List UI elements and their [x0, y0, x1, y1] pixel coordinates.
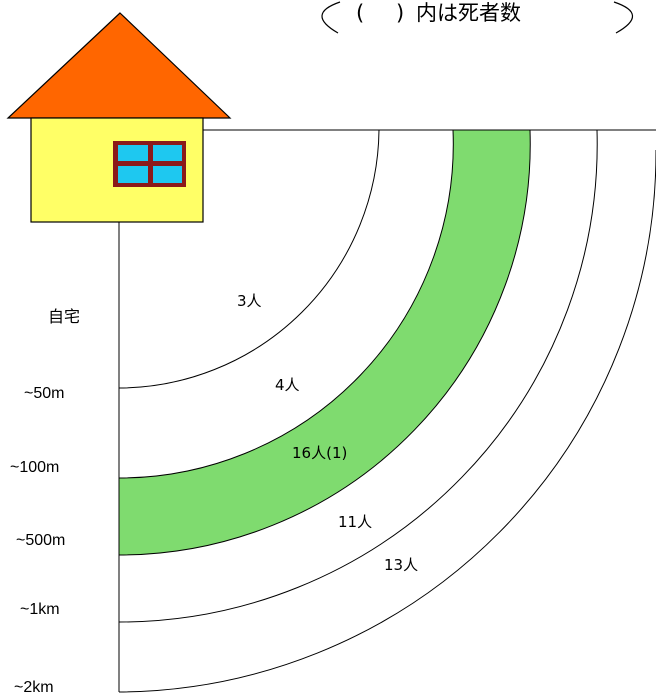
- band-count-500m: 11人: [338, 513, 372, 531]
- legend-paren-close: ): [396, 1, 404, 25]
- arc-2km: [118, 150, 656, 693]
- arc-50m: [118, 129, 380, 389]
- house-window-pane: [118, 145, 148, 161]
- house-window-pane: [153, 145, 182, 161]
- distance-label-100m: ~100m: [10, 459, 59, 476]
- distance-label-1km: ~1km: [20, 601, 60, 618]
- legend-paren-open: (: [356, 1, 364, 25]
- house-window-pane: [153, 166, 182, 183]
- legend-text: 内は死者数: [416, 1, 521, 25]
- band-count-home: 3人: [237, 292, 262, 310]
- distance-label-2km: ~2km: [14, 679, 54, 695]
- arc-500m: [118, 129, 531, 556]
- arc-100m: [118, 129, 454, 479]
- house-roof: [6, 12, 232, 119]
- house-icon: [6, 12, 232, 223]
- legend-bracket-right: [613, 1, 634, 34]
- arc-1km: [118, 129, 598, 623]
- highlight-band: [119, 130, 531, 556]
- legend-bracket-left: [321, 1, 341, 34]
- distance-label-home: 自宅: [48, 308, 80, 326]
- band-count-1km: 13人: [384, 556, 418, 574]
- band-count-50m: 4人: [275, 376, 300, 394]
- band-count-100m: 16人(1): [292, 444, 347, 462]
- distance-label-50m: ~50m: [24, 385, 64, 402]
- distance-label-500m: ~500m: [16, 532, 65, 549]
- house-window-pane: [118, 166, 148, 183]
- legend: ( ) 内は死者数: [321, 1, 634, 34]
